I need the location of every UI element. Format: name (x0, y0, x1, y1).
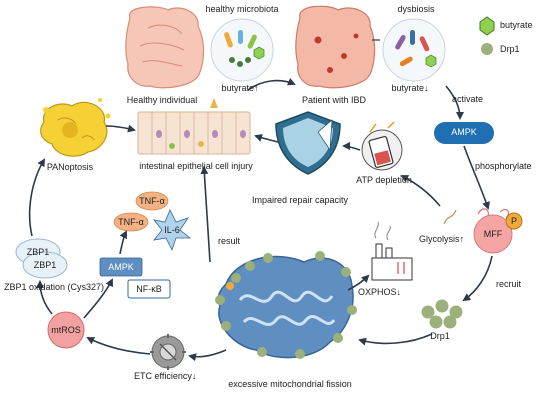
shield-icon (275, 111, 341, 175)
inflammation-icon (99, 191, 192, 299)
arrow-recruit (462, 255, 493, 302)
dysbiosis-label: dysbiosis (397, 4, 435, 14)
phosphate-badge (505, 212, 523, 230)
repair-label: Impaired repair capacity (251, 195, 349, 205)
panoptosis-cell-icon (40, 98, 111, 157)
arrow-activate (445, 85, 464, 120)
legend-butyrate-label: butyrate (500, 20, 533, 30)
arrow-healthy-to-ibd (247, 77, 296, 91)
arrow-mtros-to-zbp1 (36, 280, 53, 315)
arrow-drp1-to-mito (358, 333, 433, 346)
arrow-panoptosis-to-injury (105, 124, 136, 133)
ampk-pill (434, 122, 494, 144)
mitochondrion-icon (215, 251, 357, 359)
legend-drp1-icon (481, 43, 493, 55)
phosphate-label: P (510, 216, 518, 226)
glycolysis-label: Glycolysis↑ (419, 234, 465, 244)
arrow-mito-to-oxphos (347, 274, 370, 291)
arrow-zbp1-to-panoptosis (28, 158, 46, 237)
pathway-arrows (28, 77, 493, 362)
ibd-intestine-icon (295, 5, 376, 89)
zbp1-a-label: ZBP1 (26, 247, 50, 257)
arrow-result (200, 166, 211, 263)
healthy-microbiota-label: healthy microbiota (205, 4, 279, 14)
atp-label: ATP depletion (356, 175, 412, 185)
panoptosis-label: PANoptosis (46, 162, 94, 172)
atp-battery-icon (361, 121, 403, 171)
phosphorylate-label: phosphorylate (475, 161, 532, 171)
arrow-repair-to-injury (254, 134, 279, 143)
healthy-microbiota-circle (210, 18, 274, 82)
injury-label: intestinal epithelial cell injury (139, 161, 253, 171)
zbp1-icon (15, 238, 68, 279)
tnf-b-label: TNF-α (139, 196, 165, 206)
oxphos-label: OXPHOS↓ (358, 287, 402, 297)
mff-cell-icon (473, 208, 513, 254)
nfkb-label: NF-κB (136, 284, 162, 294)
mtros-label: mtROS (51, 325, 81, 335)
epithelium-illustration (137, 98, 251, 155)
il6-label: IL-6 (164, 225, 180, 235)
zbp1-oxidation-label: ZBP1 oxidation (Cys327) (4, 282, 105, 292)
mff-label: MFF (483, 229, 503, 239)
dysbiosis-circle (382, 18, 446, 82)
activate-label: activate (452, 94, 484, 104)
drp1-label: Drp1 (430, 331, 450, 341)
healthy-intestine-icon (125, 6, 205, 89)
arrow-etc-to-mtros (86, 337, 151, 355)
legend-drp1-label: Drp1 (500, 44, 520, 54)
tnf-a-label: TNF-α (118, 217, 144, 227)
etc-gear-icon (150, 334, 186, 370)
arrow-ampk-to-tnf (119, 230, 127, 255)
factory-icon (371, 209, 457, 281)
patient-ibd-label: Patient with IBD (301, 95, 367, 105)
ampk-left-label: AMPK (108, 262, 134, 272)
drp1-cluster-icon (421, 299, 463, 329)
mtros-icon (47, 311, 85, 349)
recruit-label: recruit (496, 279, 522, 289)
result-label: result (218, 236, 241, 246)
etc-label: ETC efficiency↓ (134, 371, 197, 381)
arrow-glycolysis-to-atp (400, 175, 441, 207)
zbp1-b-label: ZBP1 (33, 260, 57, 270)
ampk-label: AMPK (451, 127, 477, 137)
arrow-mito-to-etc (188, 349, 227, 362)
arrow-phosphorylate (463, 145, 490, 210)
arrow-mtros-to-ampk (83, 278, 113, 319)
healthy-individual-label: Healthy individual (126, 95, 198, 105)
arrow-atp-to-repair (342, 142, 361, 151)
butyrate-down-label: butyrate↓ (391, 83, 429, 93)
butyrate-up-label: butyrate↑ (221, 83, 259, 93)
legend-butyrate-icon (479, 16, 495, 36)
mito-fission-label: excessive mitochondrial fission (228, 379, 352, 389)
